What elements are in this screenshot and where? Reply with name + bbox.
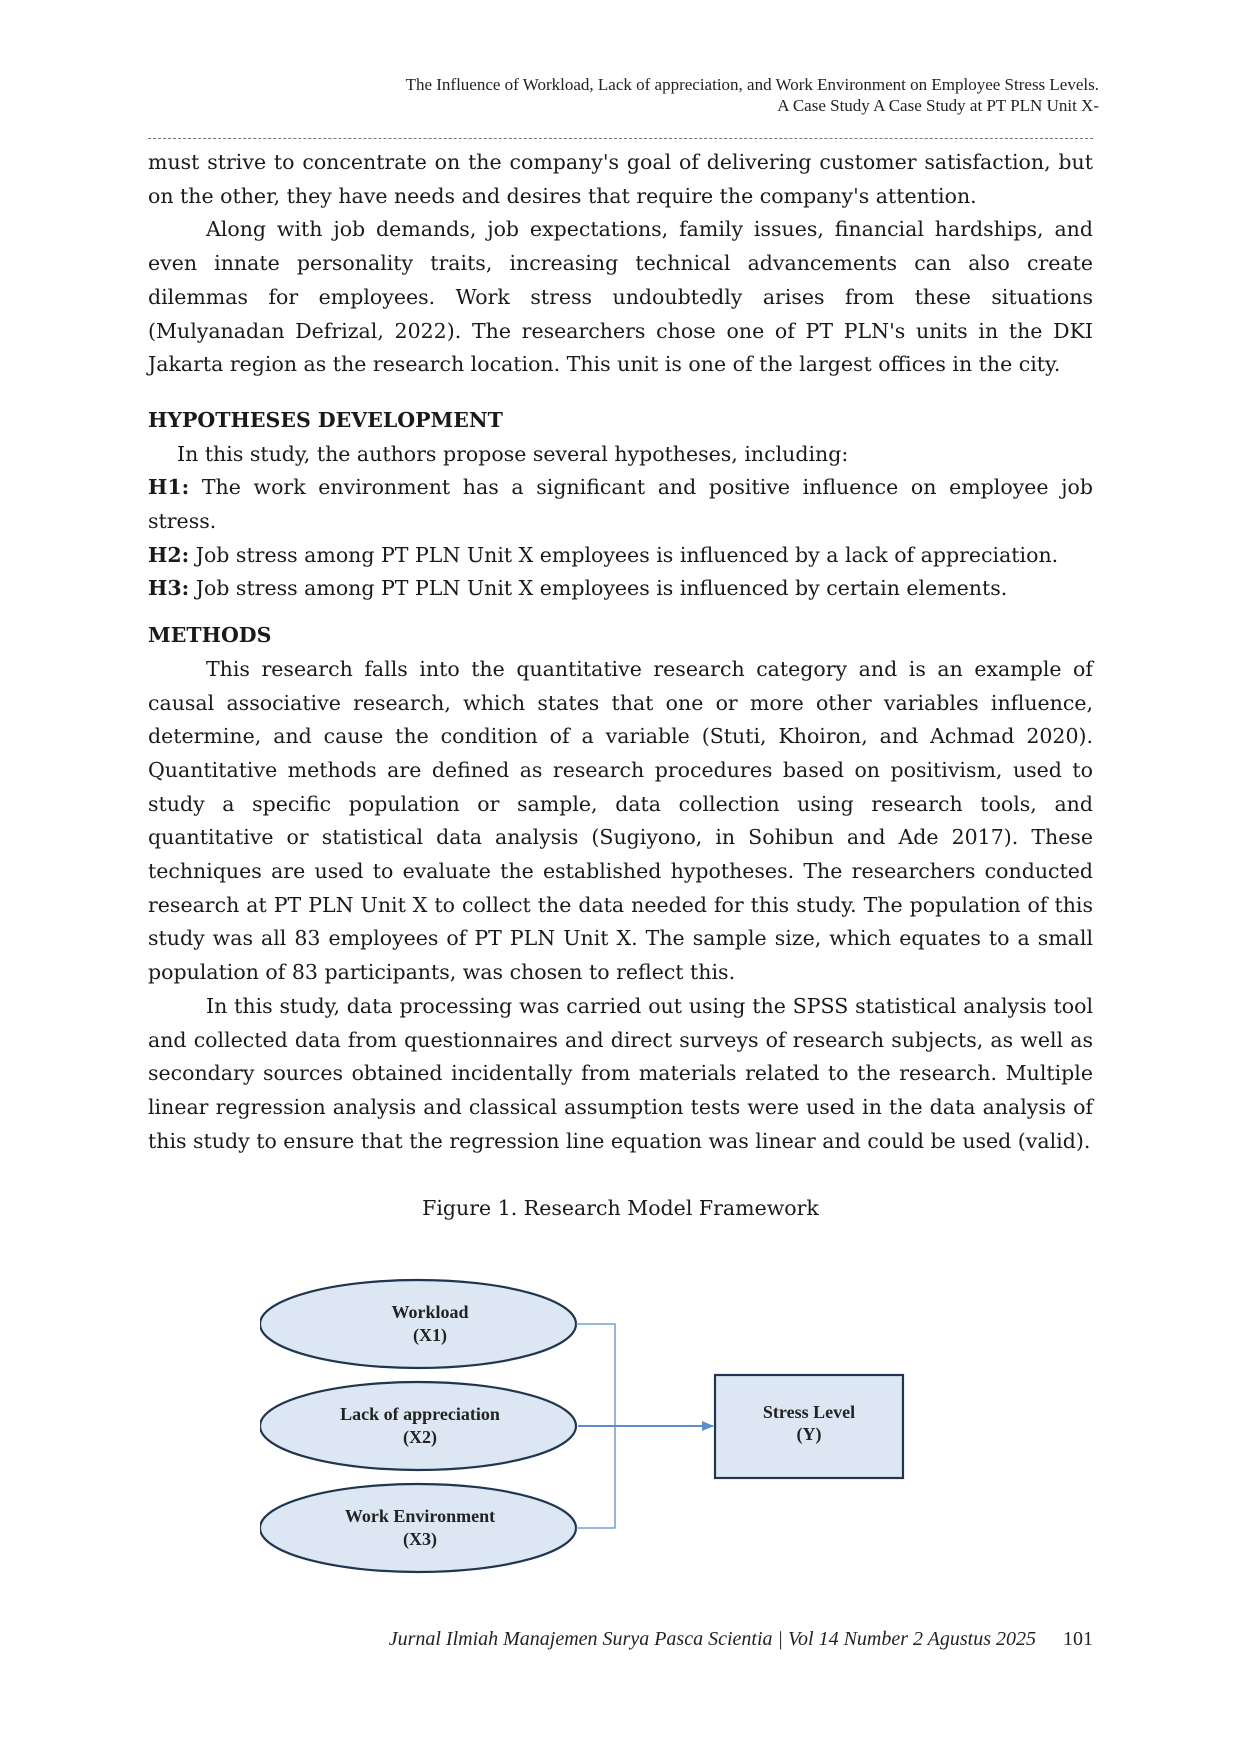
node-workload [260, 1278, 578, 1370]
journal-citation: Jurnal Ilmiah Manajemen Surya Pasca Scie… [388, 1628, 1036, 1650]
node-label-y-name: Stress Level [763, 1402, 855, 1422]
node-label-x3-code: (X3) [403, 1529, 437, 1550]
node-label-x1-name: Workload [391, 1302, 468, 1322]
figure-caption: Figure 1. Research Model Framework [422, 1196, 819, 1221]
page-footer: Jurnal Ilmiah Manajemen Surya Pasca Scie… [389, 1628, 1093, 1651]
node-label-x3-name: Work Environment [345, 1506, 495, 1526]
node-stress-level [713, 1373, 905, 1480]
node-label-x2-code: (X2) [403, 1427, 437, 1448]
methods-paragraph-1: This research falls into the quantitativ… [148, 656, 1093, 985]
hypothesis-text: Job stress among PT PLN Unit X employees… [189, 576, 1008, 601]
spacer [148, 382, 1093, 404]
hypothesis-label: H3: [148, 576, 190, 601]
methods-paragraph-2: In this study, data processing was carri… [148, 993, 1093, 1153]
node-lack-of-appreciation [260, 1380, 578, 1472]
hypothesis-text: Job stress among PT PLN Unit X employees… [189, 542, 1059, 567]
header-divider [148, 138, 1093, 139]
paragraph-context: Along with job demands, job expectations… [148, 217, 1093, 377]
node-label-x2-name: Lack of appreciation [340, 1404, 500, 1424]
running-header-line1: The Influence of Workload, Lack of appre… [405, 75, 1099, 94]
research-model-diagram: Workload (X1) Lack of appreciation (X2) … [260, 1278, 905, 1574]
hypothesis-text: The work environment has a significant a… [148, 475, 1093, 534]
hypothesis-h3: H3: Job stress among PT PLN Unit X emplo… [148, 572, 1093, 606]
section-heading-methods: METHODS [148, 623, 272, 648]
page-body: must strive to concentrate on the compan… [148, 146, 1093, 1226]
hypothesis-h2: H2: Job stress among PT PLN Unit X emplo… [148, 539, 1093, 573]
hypothesis-label: H1: [148, 475, 190, 500]
paragraph-continuation: must strive to concentrate on the compan… [148, 150, 1093, 208]
page-number: 101 [1063, 1628, 1093, 1650]
node-label-x1-code: (X1) [413, 1325, 447, 1346]
running-header: The Influence of Workload, Lack of appre… [406, 74, 1099, 116]
hypotheses-intro: In this study, the authors propose sever… [177, 441, 849, 466]
hypothesis-label: H2: [148, 542, 190, 567]
node-work-environment [260, 1482, 578, 1574]
spacer [148, 606, 1093, 619]
node-label-y-code: (Y) [797, 1424, 822, 1445]
running-header-line2: A Case Study A Case Study at PT PLN Unit… [777, 96, 1099, 115]
section-heading-hypotheses: HYPOTHESES DEVELOPMENT [148, 407, 503, 432]
hypothesis-h1: H1: The work environment has a significa… [148, 471, 1093, 538]
